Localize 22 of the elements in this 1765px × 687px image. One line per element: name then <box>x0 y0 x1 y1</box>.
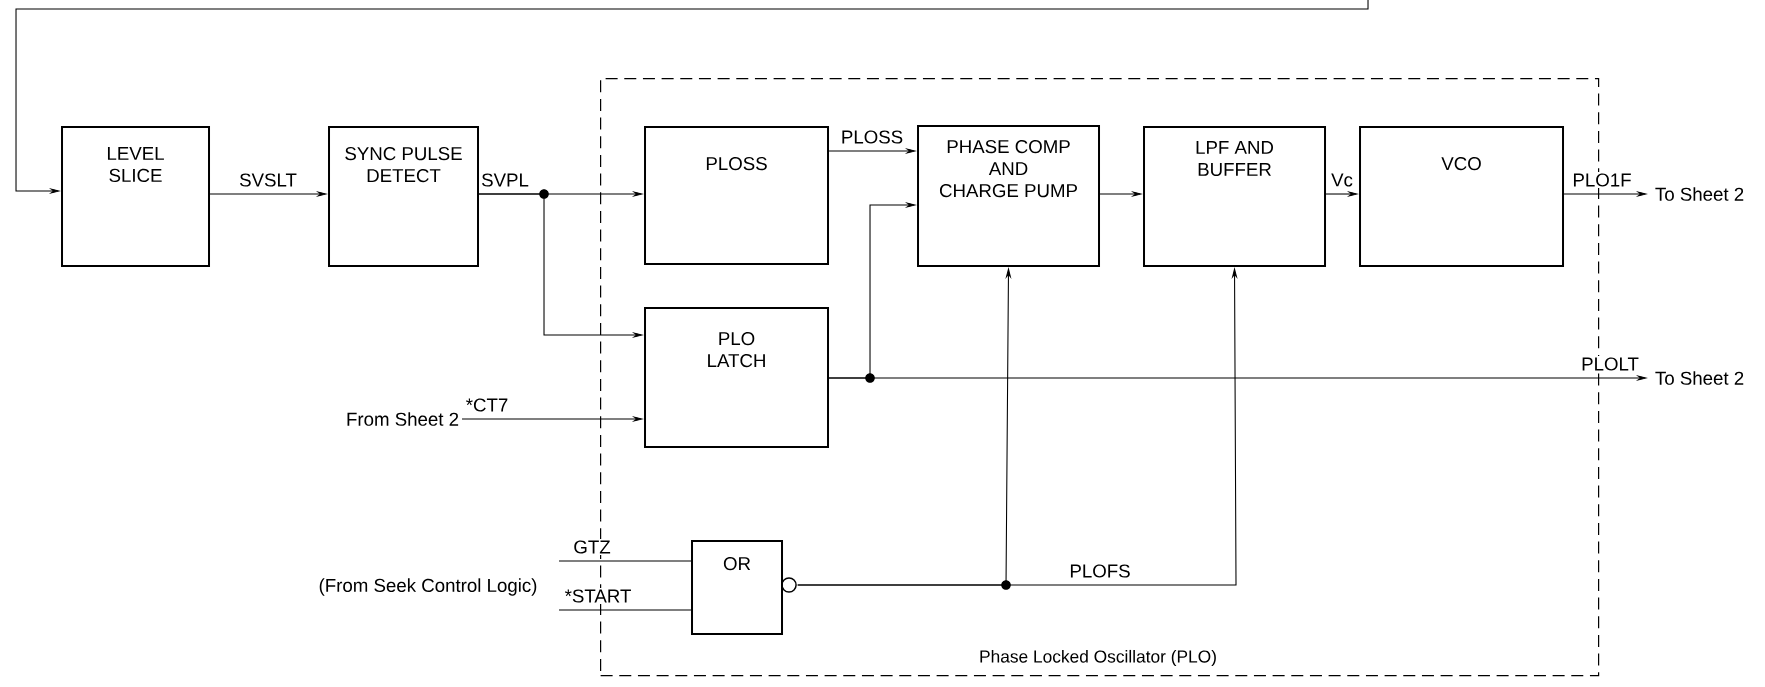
process-box: LEVEL SLICE <box>61 126 210 267</box>
or-gate: OR <box>691 540 797 635</box>
connector-text: To Sheet 2 <box>1655 187 1744 201</box>
process-box: PHASE COMP AND CHARGE PUMP <box>917 125 1100 267</box>
edge-label: SVPL <box>479 172 531 188</box>
process-box: LPF AND BUFFER <box>1143 126 1326 267</box>
connector-text: From Sheet 2 <box>347 412 459 426</box>
process-box: PLO LATCH <box>644 307 829 448</box>
edge-label: *CT7 <box>464 397 510 413</box>
edge-label: PLOFS <box>1068 563 1132 579</box>
edge-label: PLO1F <box>1571 172 1633 188</box>
edge-label: GTZ <box>572 539 612 555</box>
edge-label: *START <box>563 588 633 604</box>
edge-label: Vc <box>1329 172 1355 188</box>
connector-text: To Sheet 2 <box>1655 371 1744 385</box>
process-box: PLOSS <box>644 126 829 265</box>
edge-label: PLOLT <box>1579 356 1641 372</box>
process-box: VCO <box>1359 126 1564 267</box>
annotation-text: (From Seek Control Logic) <box>319 578 537 596</box>
edge-label: SVSLT <box>237 172 299 188</box>
edge-label: PLOSS <box>839 129 905 145</box>
process-box: SYNC PULSE DETECT <box>328 126 479 267</box>
